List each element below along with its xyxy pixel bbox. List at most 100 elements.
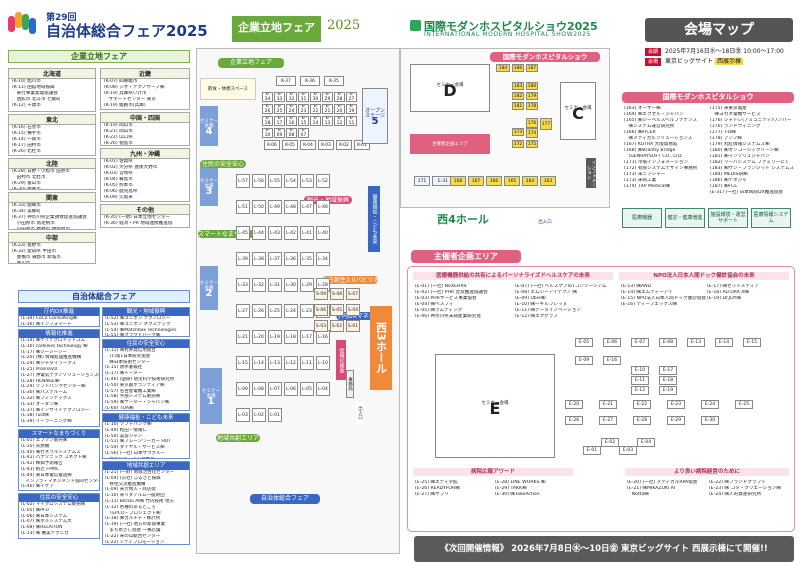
l-booth[interactable]: L-02 bbox=[252, 408, 266, 422]
l-booth[interactable]: L-47 bbox=[300, 200, 314, 214]
l-booth[interactable]: L-54 bbox=[284, 174, 298, 188]
kigyo-booth[interactable]: K-11 bbox=[346, 116, 357, 126]
organizer-booth[interactable]: E-15 bbox=[743, 338, 761, 347]
l-booth[interactable]: L-31 bbox=[268, 278, 282, 292]
hospital-booth[interactable]: 180 bbox=[526, 82, 538, 90]
l-booth[interactable]: L-49 bbox=[268, 200, 282, 214]
organizer-booth[interactable]: E-14 bbox=[715, 338, 733, 347]
hospital-booth[interactable]: 184 bbox=[496, 64, 510, 72]
kigyo-booth[interactable]: K-30 bbox=[310, 92, 321, 102]
l-booth[interactable]: L-35 bbox=[300, 252, 314, 266]
l-booth[interactable]: L-43 bbox=[268, 226, 282, 240]
l-booth[interactable]: L-42 bbox=[284, 226, 298, 240]
l-booth[interactable]: L-17 bbox=[300, 330, 314, 344]
organizer-booth[interactable]: E-24 bbox=[701, 400, 719, 409]
l-booth[interactable]: L-25 bbox=[268, 304, 282, 318]
s-booth[interactable]: S-07 bbox=[346, 288, 360, 300]
l-booth[interactable]: L-16 bbox=[316, 330, 330, 344]
organizer-booth[interactable]: E-18 bbox=[659, 376, 677, 385]
kigyo-booth[interactable]: K-37 bbox=[276, 76, 296, 86]
organizer-booth[interactable]: E-28 bbox=[633, 416, 651, 425]
l-booth[interactable]: L-05 bbox=[300, 382, 314, 396]
l-booth[interactable]: L-12 bbox=[284, 356, 298, 370]
organizer-booth[interactable]: E-29 bbox=[667, 416, 685, 425]
kigyo-booth[interactable]: K-29 bbox=[322, 92, 333, 102]
l-booth[interactable]: L-51 bbox=[236, 200, 250, 214]
l-booth[interactable]: L-06 bbox=[284, 382, 298, 396]
l-booth[interactable]: L-08 bbox=[252, 382, 266, 396]
l-booth[interactable]: L-11 bbox=[300, 356, 314, 370]
exit-west4[interactable]: 出入口 bbox=[538, 219, 552, 225]
hospital-booth[interactable]: 173 bbox=[512, 128, 524, 136]
l-booth[interactable]: L-39 bbox=[236, 252, 250, 266]
kigyo-booth[interactable]: K-23 bbox=[298, 104, 309, 114]
organizer-booth[interactable]: E-09 bbox=[575, 356, 593, 365]
kigyo-booth[interactable]: K-27 bbox=[346, 92, 357, 102]
organizer-booth[interactable]: E-16 bbox=[603, 356, 621, 365]
kigyo-booth[interactable]: K-36 bbox=[300, 76, 320, 86]
s-booth[interactable]: S-05 bbox=[330, 304, 344, 316]
organizer-booth[interactable]: E-21 bbox=[599, 400, 617, 409]
l-booth[interactable]: L-37 bbox=[268, 252, 282, 266]
kigyo-booth[interactable]: K-21 bbox=[322, 104, 333, 114]
hospital-booth[interactable]: 163 bbox=[540, 176, 556, 186]
kigyo-booth[interactable]: K-25 bbox=[274, 104, 285, 114]
l-booth[interactable]: L-36 bbox=[284, 252, 298, 266]
organizer-booth[interactable]: E-04 bbox=[637, 438, 655, 447]
kigyo-booth[interactable]: K-18 bbox=[262, 116, 273, 126]
s-booth[interactable]: S-09 bbox=[314, 288, 328, 300]
hospital-booth[interactable]: 167 bbox=[468, 176, 484, 186]
l-booth[interactable]: L-29 bbox=[300, 278, 314, 292]
l-booth[interactable]: L-48 bbox=[284, 200, 298, 214]
l-booth[interactable]: L-44 bbox=[252, 226, 266, 240]
l-booth[interactable]: L-07 bbox=[268, 382, 282, 396]
s-booth[interactable]: S-03 bbox=[314, 320, 328, 332]
organizer-booth[interactable]: E-08 bbox=[659, 338, 677, 347]
kigyo-booth[interactable]: K-26 bbox=[262, 104, 273, 114]
l-booth[interactable]: L-33 bbox=[236, 278, 250, 292]
l-booth[interactable]: L-03 bbox=[236, 408, 250, 422]
s-booth[interactable]: S-08 bbox=[330, 288, 344, 300]
s-booth[interactable]: S-01 bbox=[346, 320, 360, 332]
l-booth[interactable]: L-01 bbox=[268, 408, 282, 422]
hospital-booth[interactable]: 187 bbox=[526, 64, 538, 72]
kigyo-booth[interactable]: K-12 bbox=[334, 116, 345, 126]
l-booth[interactable]: L-38 bbox=[252, 252, 266, 266]
kigyo-booth[interactable]: K-35 bbox=[324, 76, 344, 86]
l-booth[interactable]: L-26 bbox=[252, 304, 266, 318]
kigyo-booth[interactable]: K-09 bbox=[274, 128, 285, 138]
organizer-booth[interactable]: E-05 bbox=[575, 338, 593, 347]
hospital-booth[interactable]: 164 bbox=[522, 176, 538, 186]
organizer-booth[interactable]: E-10 bbox=[631, 366, 649, 375]
hospital-booth[interactable]: 182 bbox=[512, 92, 524, 100]
organizer-booth[interactable]: E-12 bbox=[631, 386, 649, 395]
l-booth[interactable]: L-15 bbox=[236, 356, 250, 370]
kigyo-booth[interactable]: K-34 bbox=[262, 92, 273, 102]
l-booth[interactable]: L-46 bbox=[316, 200, 330, 214]
s-booth[interactable]: S-02 bbox=[330, 320, 344, 332]
hospital-booth[interactable]: 166 bbox=[486, 176, 502, 186]
l-booth[interactable]: L-32 bbox=[252, 278, 266, 292]
organizer-booth[interactable]: E-19 bbox=[659, 386, 677, 395]
kigyo-booth[interactable]: K-14 bbox=[310, 116, 321, 126]
organizer-booth[interactable]: E-30 bbox=[701, 416, 719, 425]
l-booth[interactable]: L-56 bbox=[252, 174, 266, 188]
organizer-booth[interactable]: E-13 bbox=[687, 338, 705, 347]
kigyo-booth[interactable]: K-31 bbox=[298, 92, 309, 102]
kigyo-booth[interactable]: K-32 bbox=[286, 92, 297, 102]
hospital-booth[interactable]: 186 bbox=[512, 64, 524, 72]
hospital-booth[interactable]: 177 bbox=[540, 118, 552, 130]
organizer-booth[interactable]: E-07 bbox=[631, 338, 649, 347]
l-booth[interactable]: L-45 bbox=[236, 226, 250, 240]
hospital-booth[interactable]: 172 bbox=[512, 140, 524, 148]
kigyo-booth[interactable]: K-24 bbox=[286, 104, 297, 114]
l-booth[interactable]: L-19 bbox=[268, 330, 282, 344]
kigyo-booth[interactable]: K-06 bbox=[264, 140, 280, 150]
hospital-booth[interactable]: 176 bbox=[526, 118, 538, 128]
kigyo-booth[interactable]: K-08 bbox=[286, 128, 297, 138]
l-booth[interactable]: L-23 bbox=[300, 304, 314, 318]
l-booth[interactable]: L-30 bbox=[284, 278, 298, 292]
l-booth[interactable]: L-21 bbox=[236, 330, 250, 344]
l-booth[interactable]: L-09 bbox=[236, 382, 250, 396]
l-booth[interactable]: L-18 bbox=[284, 330, 298, 344]
